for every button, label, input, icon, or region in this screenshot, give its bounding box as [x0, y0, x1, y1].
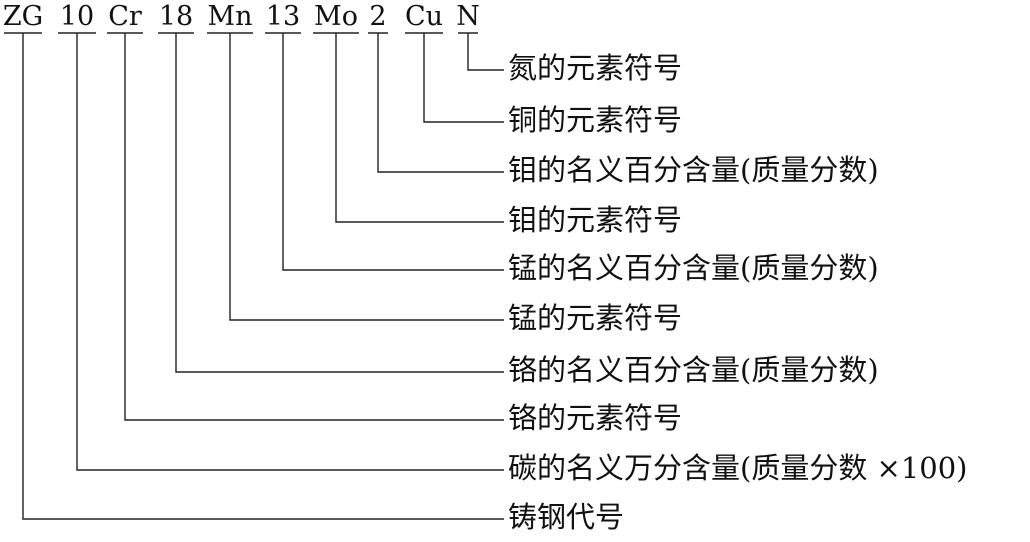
code-token-6: Mo: [314, 1, 358, 32]
leader-line-8: [423, 33, 504, 123]
description-2: 铬的元素符号: [508, 401, 682, 435]
description-6: 钼的元素符号: [508, 203, 682, 237]
description-0: 铸钢代号: [508, 500, 624, 534]
code-token-9: N: [456, 1, 480, 32]
description-7: 钼的名义百分含量(质量分数): [508, 153, 879, 187]
code-token-7: 2: [369, 1, 386, 32]
leader-line-1: [76, 33, 504, 471]
leader-line-0: [22, 33, 504, 520]
description-5: 锰的名义百分含量(质量分数): [508, 251, 879, 285]
code-token-2: Cr: [108, 1, 142, 32]
description-3: 铬的名义百分含量(质量分数): [508, 353, 879, 387]
description-8: 铜的元素符号: [508, 103, 682, 137]
code-token-3: 18: [159, 1, 193, 32]
code-token-1: 10: [60, 1, 94, 32]
code-token-8: Cu: [405, 1, 443, 32]
leader-line-7: [377, 33, 504, 173]
description-4: 锰的元素符号: [508, 301, 682, 335]
leader-line-9: [467, 33, 504, 71]
leader-line-2: [124, 33, 504, 421]
leader-line-5: [282, 33, 504, 271]
description-1: 碳的名义万分含量(质量分数 ×100): [508, 451, 968, 485]
leader-line-3: [175, 33, 504, 373]
code-token-5: 13: [266, 1, 300, 32]
leader-line-4: [229, 33, 504, 321]
code-token-0: ZG: [3, 1, 43, 32]
description-9: 氮的元素符号: [508, 51, 682, 85]
code-token-4: Mn: [207, 1, 252, 32]
leader-line-6: [335, 33, 504, 223]
